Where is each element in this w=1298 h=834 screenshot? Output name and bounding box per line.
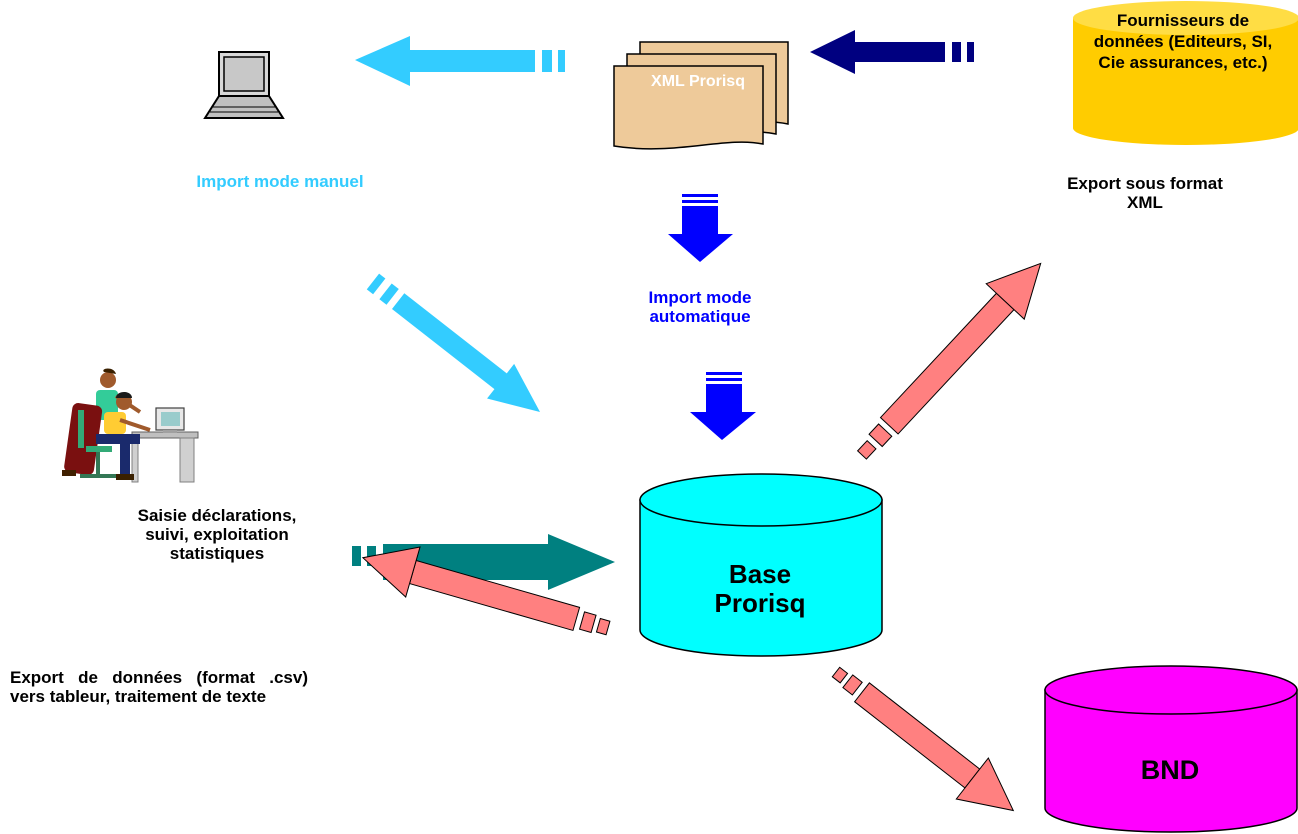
xml-doc-label: XML Prorisq: [651, 73, 745, 90]
arrow-base-to-fournisseurs: [856, 262, 1042, 460]
arrow-xml-down-upper: [668, 194, 733, 262]
saisie-label: Saisie déclarations, suivi, exploitation…: [137, 506, 297, 563]
arrow-manuel-to-base: [366, 273, 540, 412]
arrow-base-to-csv: [361, 546, 611, 636]
bnd-cylinder: [1044, 665, 1298, 833]
arrow-fournisseurs-to-xml: [810, 30, 974, 74]
users-at-computer-icon: [62, 368, 199, 483]
laptop-icon: [203, 51, 285, 119]
fournisseurs-label: Fournisseurs de données (Editeurs, SI, C…: [1093, 11, 1273, 72]
arrow-xml-to-laptop: [355, 36, 565, 86]
base-prorisq-cylinder: [639, 473, 883, 657]
arrow-base-to-bnd: [831, 666, 1015, 812]
arrow-xml-down-lower: [690, 372, 756, 440]
bnd-label: BND: [1140, 755, 1200, 785]
import-manuel-label: Import mode manuel: [196, 172, 364, 191]
import-auto-label: Import mode automatique: [648, 288, 752, 326]
document-stack-icon: [613, 41, 789, 150]
export-xml-label: Export sous format XML: [1067, 174, 1223, 212]
base-prorisq-label: Base Prorisq: [714, 559, 806, 618]
fournisseurs-cylinder: [1073, 1, 1298, 145]
export-csv-label: Export de données (format .csv) vers tab…: [10, 668, 308, 706]
